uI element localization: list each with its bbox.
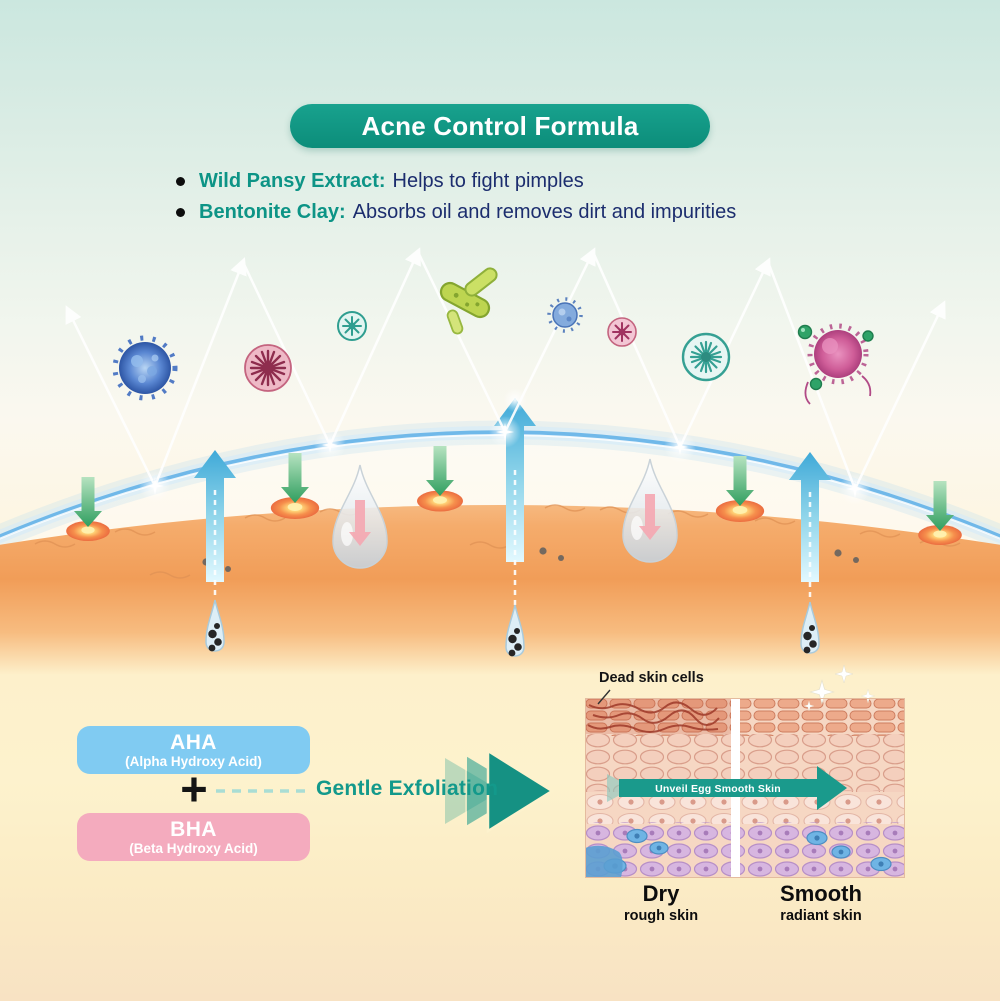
- aha-box: AHA (Alpha Hydroxy Acid): [77, 726, 310, 774]
- skin-comparison-panel: Unveil Egg Smooth Skin: [585, 664, 905, 878]
- bullet-dot: [176, 208, 185, 217]
- penetrate-down-arrow-icon: [726, 456, 754, 506]
- bha-full-name: (Beta Hydroxy Acid): [129, 841, 258, 857]
- gentle-exfoliation-label: Gentle Exfoliation: [316, 777, 499, 800]
- pore-channels: [213, 470, 812, 610]
- spiky-microbe-icon: [681, 332, 731, 382]
- smooth-title: Smooth: [780, 881, 862, 906]
- penetrate-down-arrow-icon: [281, 453, 309, 503]
- smooth-caption: Smooth radiant skin: [738, 881, 904, 924]
- dead-skin-pointer-line: [597, 689, 611, 705]
- penetrate-down-arrows: [74, 446, 954, 531]
- bullet-bentonite-clay: Bentonite Clay: Absorbs oil and removes …: [176, 201, 736, 224]
- penetrate-down-arrow-icon: [926, 481, 954, 531]
- exfoliation-arrow: [216, 748, 555, 834]
- ingredient-bullets: Wild Pansy Extract: Helps to fight pimpl…: [176, 170, 736, 224]
- ingredient-name: Bentonite Clay:: [199, 201, 346, 223]
- absorb-up-arrow-icon: [194, 450, 236, 582]
- basal-blob: [585, 845, 623, 878]
- aha-name: AHA: [170, 730, 217, 754]
- penetrate-down-arrow-icon: [74, 477, 102, 527]
- virus-icon: [547, 297, 583, 333]
- ingredient-benefit: Absorbs oil and removes dirt and impurit…: [352, 201, 737, 223]
- fuzzy-microbe-icon: [797, 323, 874, 405]
- plus-sign: +: [180, 762, 208, 815]
- reflection-shield-arrows: [65, 247, 946, 490]
- dry-caption: Dry rough skin: [588, 881, 734, 924]
- penetrate-down-arrow-icon: [426, 446, 454, 496]
- dry-subtitle: rough skin: [623, 908, 699, 924]
- bha-box: BHA (Beta Hydroxy Acid): [77, 813, 310, 861]
- unveil-arrow: Unveil Egg Smooth Skin: [607, 766, 847, 810]
- spiky-microbe-icon: [244, 344, 292, 392]
- dead-skin-cells-label: Dead skin cells: [599, 670, 704, 686]
- virus-icon: [112, 335, 178, 401]
- dry-title: Dry: [642, 881, 680, 906]
- skin-cross-section: [0, 505, 1000, 675]
- unveil-label: Unveil Egg Smooth Skin: [655, 783, 781, 795]
- bullet-wild-pansy: Wild Pansy Extract: Helps to fight pimpl…: [176, 170, 736, 193]
- panel-border: [585, 698, 905, 878]
- ingredient-name: Wild Pansy Extract:: [199, 170, 386, 192]
- aha-full-name: (Alpha Hydroxy Acid): [125, 754, 262, 770]
- spiky-microbe-icon: [607, 317, 637, 347]
- page-title: Acne Control Formula: [361, 110, 639, 141]
- crack-lines: [587, 701, 720, 733]
- ingredient-benefit: Helps to fight pimples: [392, 170, 584, 192]
- smooth-subtitle: radiant skin: [780, 908, 862, 924]
- bounce-glows: [139, 388, 871, 505]
- bha-name: BHA: [170, 817, 217, 841]
- bullet-dot: [176, 177, 185, 186]
- bacteria-icon: [439, 267, 498, 335]
- title-pill: Acne Control Formula: [290, 104, 710, 148]
- spiky-microbe-icon: [337, 311, 367, 341]
